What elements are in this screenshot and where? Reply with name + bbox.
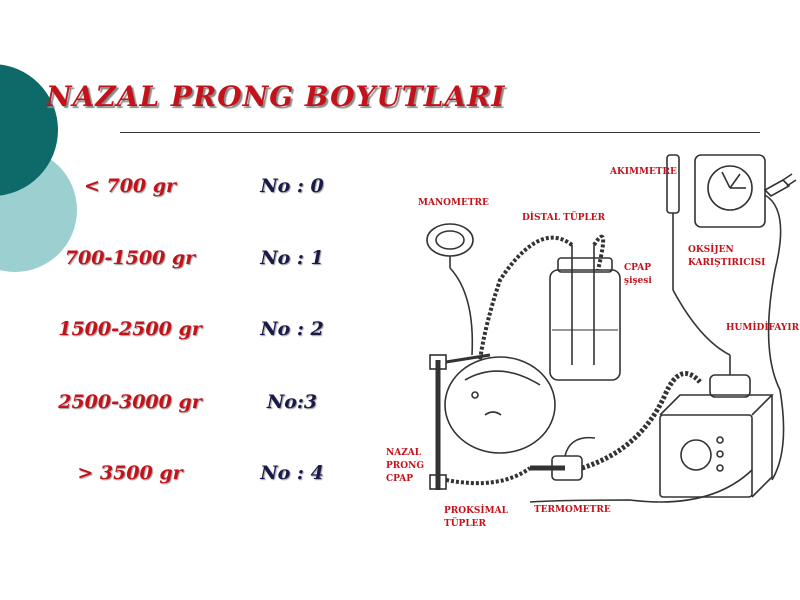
decorative-circles bbox=[0, 64, 77, 272]
label-oksijen: OKSİJEN bbox=[688, 242, 734, 255]
cpap-diagram: AKIMMETRE MANOMETRE DİSTAL TÜPLER CPAP ş… bbox=[386, 154, 800, 529]
prong-size: No : 1 bbox=[260, 247, 324, 269]
label-termometre: TERMOMETRE bbox=[534, 505, 611, 515]
label-nazal: NAZAL bbox=[386, 448, 422, 458]
label-prong: PRONG bbox=[386, 461, 424, 471]
size-row: 700-1500 gr No : 1 bbox=[0, 247, 380, 277]
weight-range: < 700 gr bbox=[83, 175, 177, 197]
label-humidifayir: HUMİDİFAYIR bbox=[726, 320, 800, 333]
weight-range: 1500-2500 gr bbox=[58, 318, 202, 340]
slide-title: NAZAL PRONG BOYUTLARI bbox=[46, 80, 506, 113]
weight-range: 700-1500 gr bbox=[64, 247, 196, 269]
label-tupler: TÜPLER bbox=[444, 516, 487, 529]
label-sisesi: şişesi bbox=[624, 276, 652, 286]
prong-size: No : 2 bbox=[260, 318, 324, 340]
label-karistirici: KARIŞTIRICISI bbox=[688, 258, 765, 268]
label-cpap: CPAP bbox=[624, 263, 651, 273]
label-cpap-prong: CPAP bbox=[386, 474, 413, 484]
size-row: < 700 gr No : 0 bbox=[0, 175, 380, 205]
prong-size: No : 4 bbox=[260, 462, 324, 484]
weight-range: > 3500 gr bbox=[77, 462, 183, 484]
label-akimmetre: AKIMMETRE bbox=[609, 167, 677, 177]
size-row: 1500-2500 gr No : 2 bbox=[0, 318, 380, 348]
label-proksimal: PROKSİMAL bbox=[444, 503, 509, 516]
weight-range: 2500-3000 gr bbox=[58, 391, 202, 413]
prong-size: No : 0 bbox=[260, 175, 324, 197]
label-distal-tupler: DİSTAL TÜPLER bbox=[522, 210, 606, 223]
size-row: 2500-3000 gr No:3 bbox=[0, 391, 380, 421]
dark-teal-circle bbox=[0, 64, 58, 196]
cpap-apparatus-drawing bbox=[426, 154, 797, 503]
label-manometre: MANOMETRE bbox=[418, 198, 489, 208]
title-divider bbox=[120, 132, 760, 133]
prong-size: No:3 bbox=[266, 391, 318, 413]
diagram-labels: AKIMMETRE MANOMETRE DİSTAL TÜPLER CPAP ş… bbox=[386, 167, 800, 529]
size-row: > 3500 gr No : 4 bbox=[0, 462, 380, 492]
